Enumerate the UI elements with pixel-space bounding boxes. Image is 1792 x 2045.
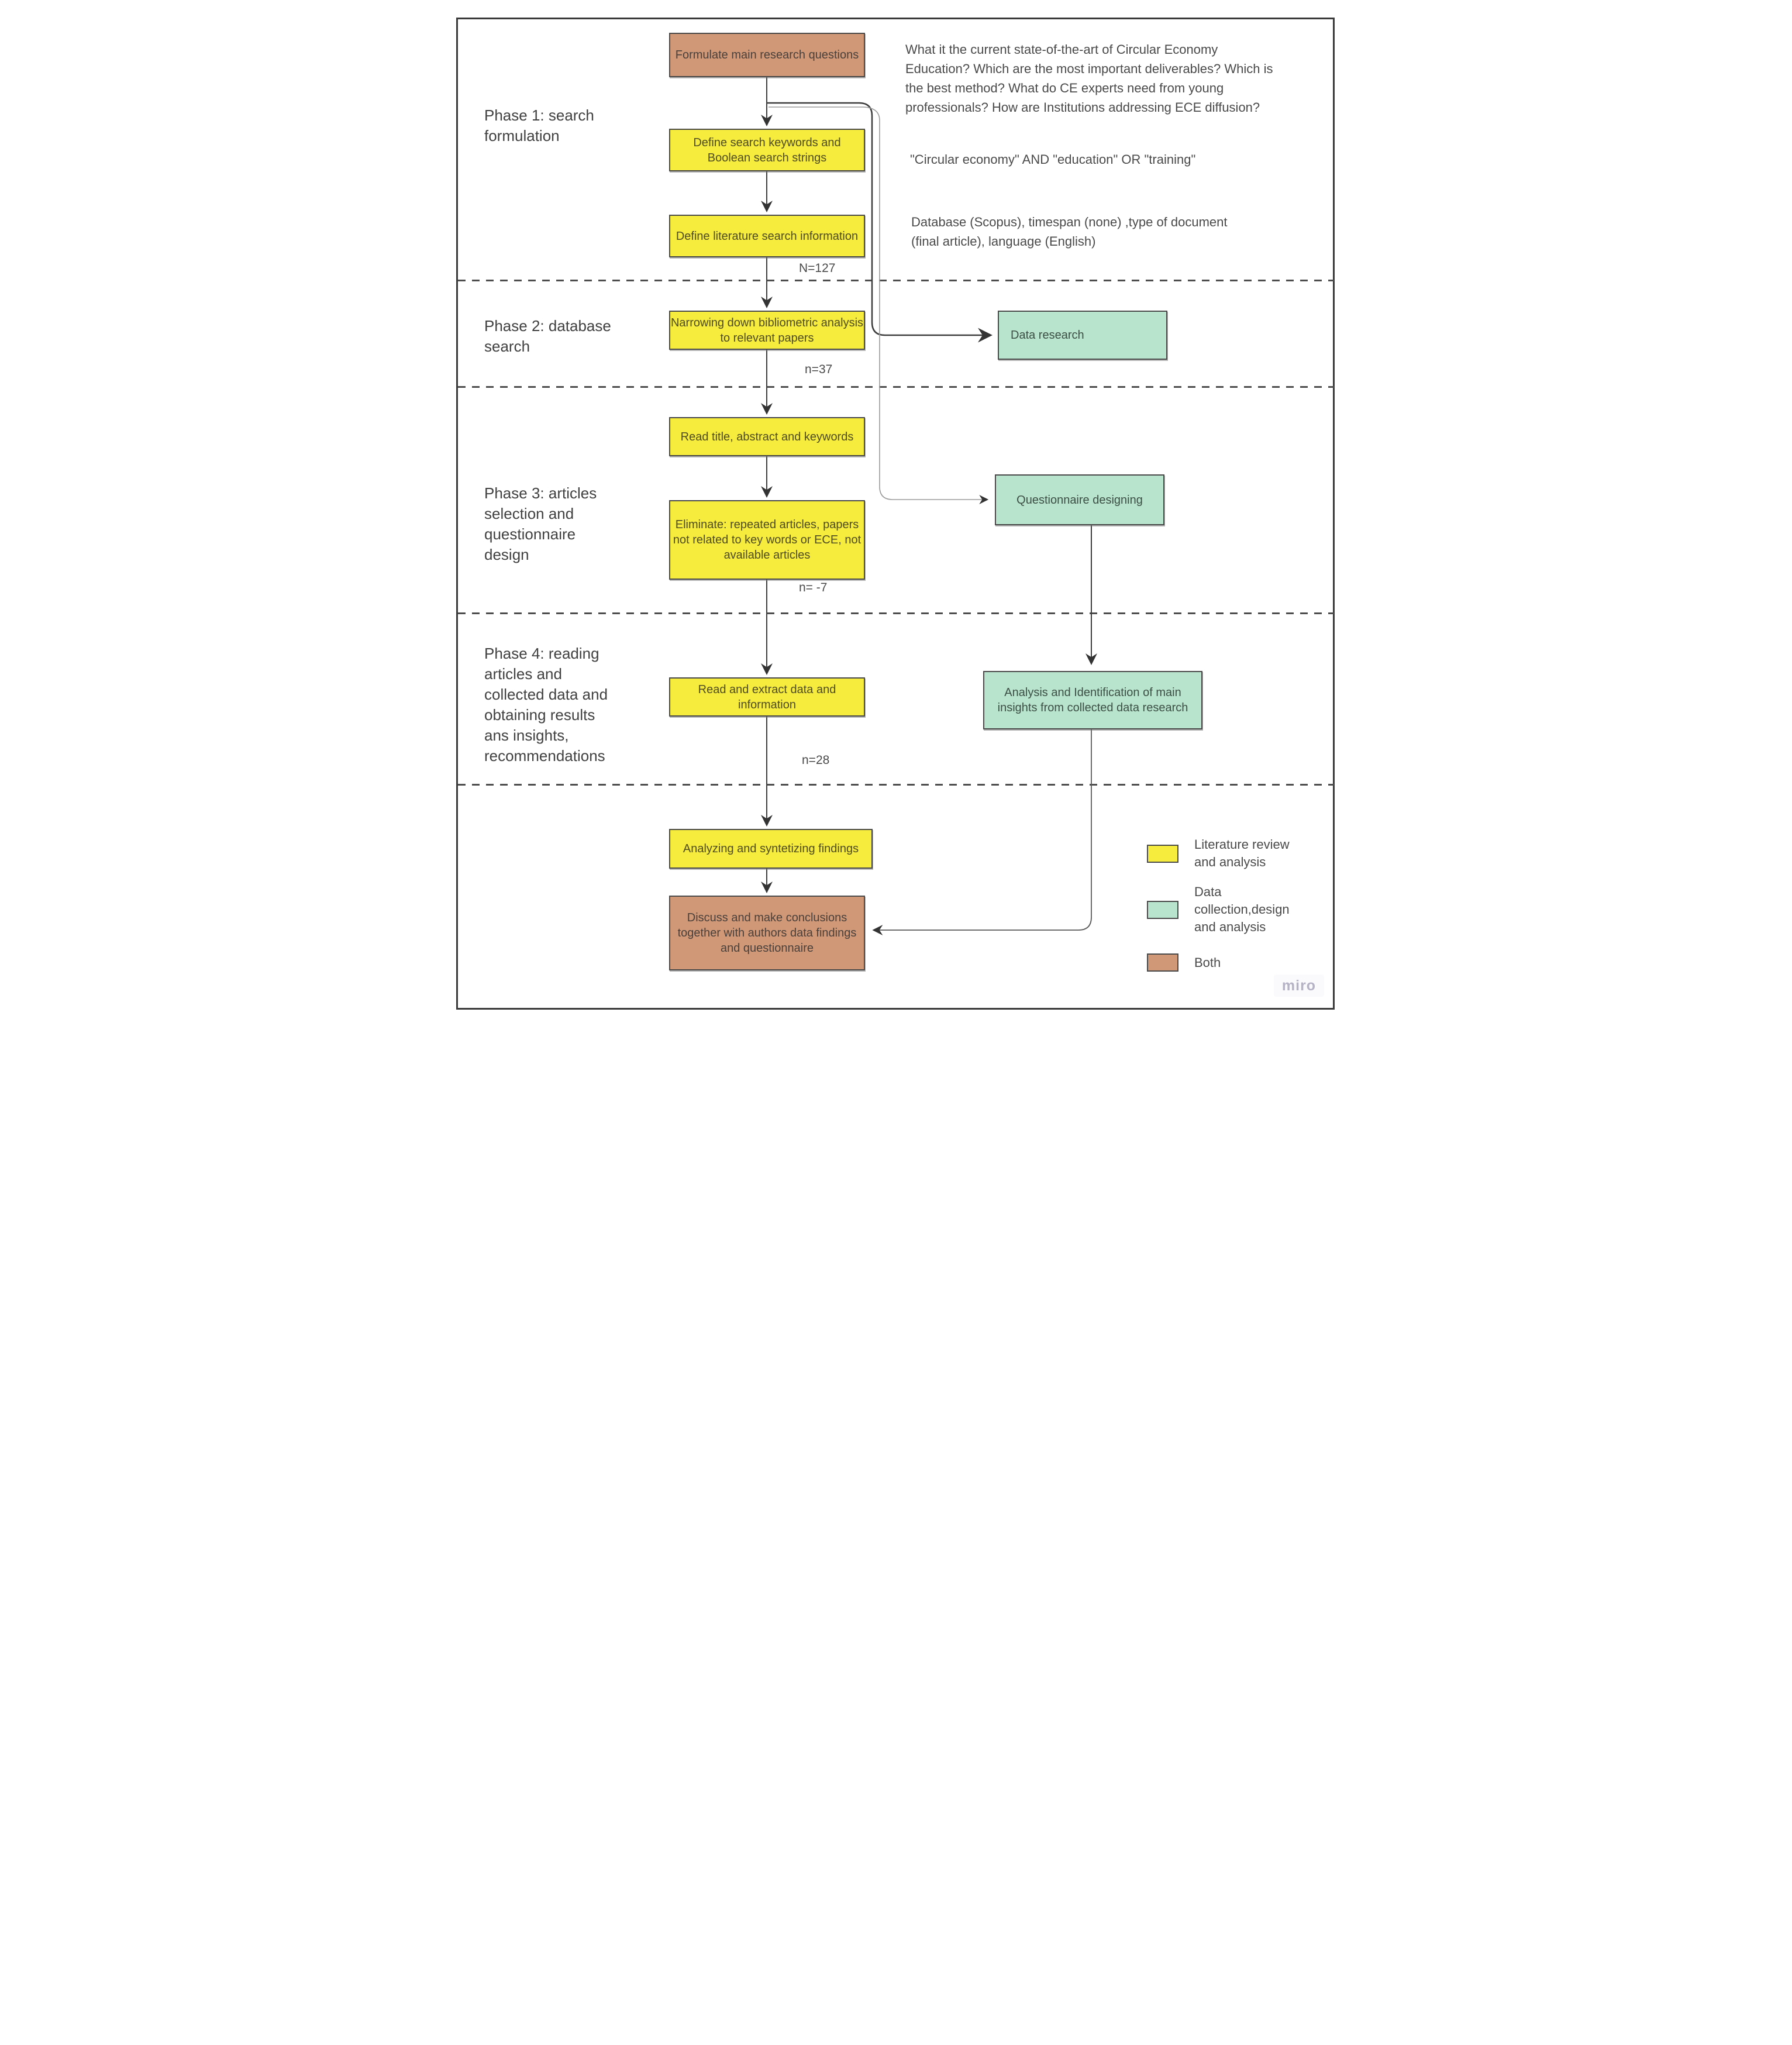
flow-box-narrowing[interactable]: Narrowing down bibliometric analysis to … (669, 311, 865, 350)
boolean-string-note[interactable]: "Circular economy" AND "education" OR "t… (910, 152, 1196, 167)
phase-separator-2 (458, 386, 1334, 388)
flow-box-questionnaire[interactable]: Questionnaire designing (995, 474, 1164, 525)
phase-2-label[interactable]: Phase 2: database search (484, 317, 611, 355)
flow-box-analysis[interactable]: Analysis and Identification of main insi… (983, 671, 1202, 729)
phase-3-label[interactable]: Phase 3: articles selection and question… (484, 484, 597, 563)
flow-box-keywords[interactable]: Define search keywords and Boolean searc… (669, 129, 865, 171)
legend-label-both[interactable]: Both (1194, 955, 1221, 970)
legend-label-literature-review[interactable]: Literature review and analysis (1194, 837, 1290, 869)
phase-1-label[interactable]: Phase 1: search formulation (484, 106, 594, 144)
flow-box-read-extract[interactable]: Read and extract data and information (669, 677, 865, 717)
flow-box-formulate[interactable]: Formulate main research questions (669, 33, 865, 77)
flow-box-data-research[interactable]: Data research (998, 311, 1167, 360)
phase-separator-1 (458, 280, 1334, 281)
flowchart-canvas: Phase 1: search formulation Phase 2: dat… (448, 0, 1344, 1022)
phase-separator-4 (458, 784, 1334, 786)
legend-swatch-data-collection[interactable] (1147, 901, 1178, 919)
count-after-literature[interactable]: N=127 (799, 261, 836, 275)
phase-separator-3 (458, 612, 1334, 614)
legend-label-data-collection[interactable]: Data collection,design and analysis (1194, 884, 1290, 934)
flow-box-eliminate[interactable]: Eliminate: repeated articles, papers not… (669, 500, 865, 580)
phase-4-label[interactable]: Phase 4: reading articles and collected … (484, 645, 608, 765)
database-info-note[interactable]: Database (Scopus), timespan (none) ,type… (911, 215, 1228, 249)
count-after-read-extract[interactable]: n=28 (802, 753, 830, 767)
flow-box-discuss[interactable]: Discuss and make conclusions together wi… (669, 896, 865, 970)
count-after-narrowing[interactable]: n=37 (805, 363, 833, 376)
legend-swatch-both[interactable] (1147, 953, 1178, 972)
count-after-eliminate[interactable]: n= -7 (799, 581, 828, 594)
flow-box-read-title[interactable]: Read title, abstract and keywords (669, 417, 865, 456)
miro-logo: miro (1274, 975, 1324, 997)
legend-swatch-literature-review[interactable] (1147, 845, 1178, 863)
research-questions-note[interactable]: What it the current state-of-the-art of … (905, 42, 1273, 115)
flow-box-literature[interactable]: Define literature search information (669, 215, 865, 257)
flow-box-analyzing[interactable]: Analyzing and syntetizing findings (669, 829, 873, 869)
